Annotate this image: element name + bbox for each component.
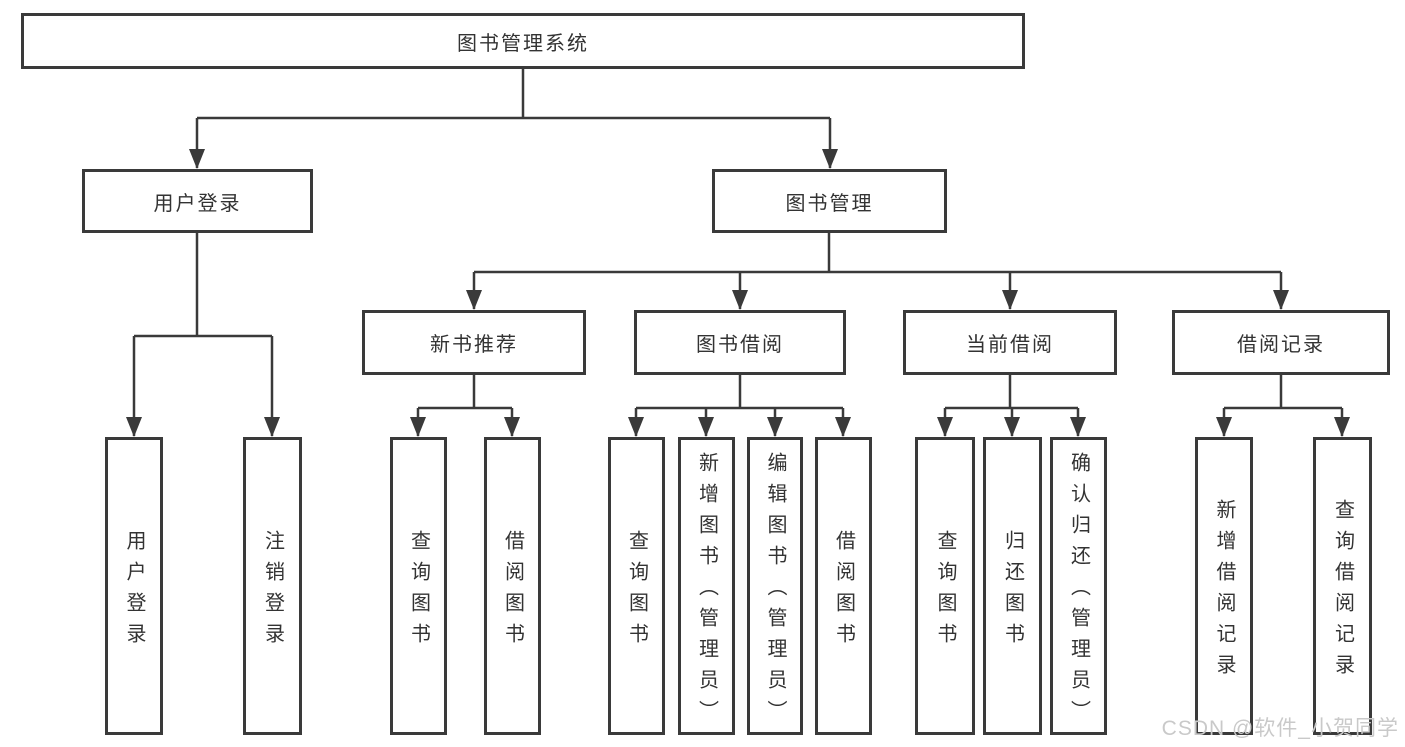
leaf-add-borrow-record: 新增借阅记录 [1195,437,1253,735]
leaf-confirm-return-admin: 确认归还（管理员） [1050,437,1107,735]
leaf-add-books-admin: 新增图书（管理员） [678,437,735,735]
leaf-label: 用户登录 [123,529,145,654]
leaf-borrow-books: 借阅图书 [815,437,872,735]
leaf-label: 查询借阅记录 [1331,498,1354,685]
node-borrowing-records: 借阅记录 [1172,310,1390,375]
leaf-label: 编辑图书（管理员） [764,452,786,731]
node-book-management: 图书管理 [712,169,947,233]
leaf-label: 查询图书 [625,529,648,654]
leaf-query-books-current: 查询图书 [915,437,975,735]
node-new-book-recommendation: 新书推荐 [362,310,586,375]
leaf-label: 查询图书 [934,529,956,654]
csdn-watermark: CSDN @软件_小贺同学 [1161,717,1399,740]
node-book-borrowing: 图书借阅 [634,310,846,375]
node-user-login: 用户登录 [82,169,313,233]
node-current-borrowing: 当前借阅 [903,310,1117,375]
leaf-query-borrow-record: 查询借阅记录 [1313,437,1372,735]
leaf-label: 确认归还（管理员） [1067,452,1090,731]
node-library-management-system: 图书管理系统 [21,13,1025,69]
leaf-label: 借阅图书 [501,529,524,654]
leaf-label: 注销登录 [261,529,284,654]
leaf-query-books-borrow: 查询图书 [608,437,665,735]
leaf-user-login: 用户登录 [105,437,163,735]
leaf-label: 查询图书 [407,529,430,654]
leaf-logout: 注销登录 [243,437,302,735]
leaf-label: 新增图书（管理员） [695,452,718,731]
leaf-edit-books-admin: 编辑图书（管理员） [747,437,803,735]
leaf-return-books: 归还图书 [983,437,1042,735]
leaf-label: 新增借阅记录 [1213,498,1235,685]
leaf-label: 归还图书 [1001,529,1024,654]
leaf-label: 借阅图书 [832,529,855,654]
leaf-borrow-books-recommend: 借阅图书 [484,437,541,735]
leaf-query-books-recommend: 查询图书 [390,437,447,735]
